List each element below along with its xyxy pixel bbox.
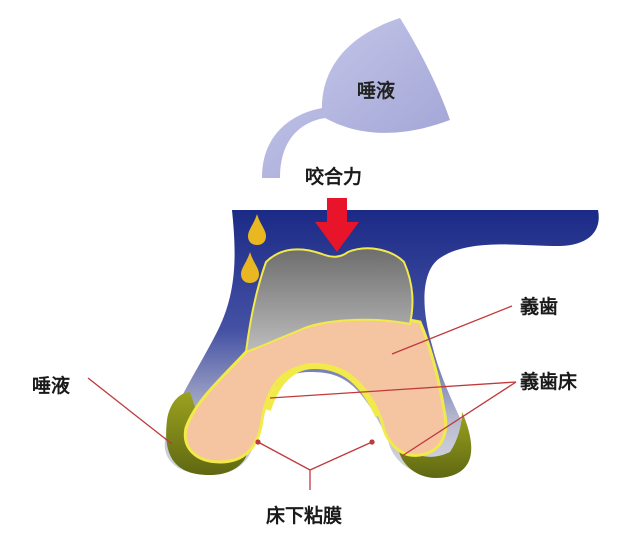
mucosa-point-right [369,439,375,445]
mucosa-point-left [255,439,261,445]
leader-artificial-tooth [391,305,513,355]
artificial-tooth-label: 義歯 [520,295,558,318]
saliva-cup [262,18,450,178]
denture-base-inner-edge [265,362,381,418]
leader-mucosa-branches [257,441,373,471]
artificial-tooth [244,247,414,354]
mucosa-right-ridge [398,412,472,478]
saliva-label: 唾液 [32,374,71,397]
bite-force-label: 咬合力 [305,165,362,188]
saliva-drop-1 [248,214,266,245]
mucosa-label: 床下粘膜 [266,504,342,527]
denture-base-label: 義歯床 [520,370,577,393]
bite-force-arrow [315,198,359,252]
mucosa-left-ridge [166,392,249,475]
saliva-cup-label: 唾液 [357,79,396,102]
leader-denture-base-1 [269,381,517,399]
saliva-drop-2 [241,252,259,283]
leader-saliva [87,377,173,445]
leader-denture-base-2 [401,381,517,457]
leader-lines [87,305,517,490]
